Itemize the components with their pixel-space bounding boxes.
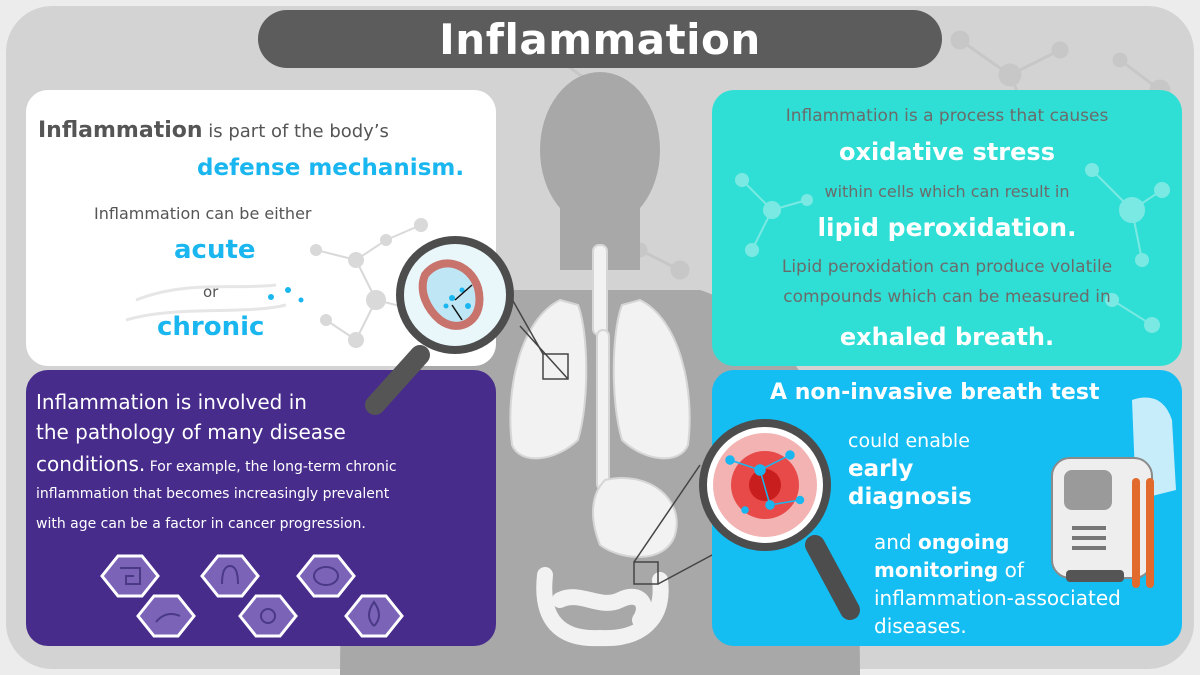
inflammation-either-text: Inflammation can be either <box>94 204 312 223</box>
breath-heading-rest: non-invasive breath test <box>787 380 1100 405</box>
breath-heading: A non-invasive breath test <box>770 380 1099 405</box>
oxidative-line5: Lipid peroxidation can produce volatile <box>781 257 1113 277</box>
monitoring-line: monitoring of <box>874 558 1024 582</box>
ongoing-highlight: ongoing <box>917 530 1010 554</box>
acute-label: acute <box>174 235 256 265</box>
could-enable-text: could enable <box>848 430 970 452</box>
disease-line3: conditions. For example, the long-term c… <box>36 452 397 476</box>
and-text: and <box>874 530 918 554</box>
early-highlight: early <box>848 456 914 482</box>
disease-line3-big: conditions. <box>36 452 146 476</box>
intestines-illustration <box>536 567 669 647</box>
panel-disease-conditions: Inflammation is involved in the patholog… <box>26 370 496 646</box>
or-label: or <box>203 283 219 301</box>
of-text: of <box>998 558 1024 582</box>
disease-line3-small: For example, the long-term chronic <box>145 459 397 475</box>
brain-icon <box>296 554 356 598</box>
diseases-text: diseases. <box>874 614 967 638</box>
monitoring-highlight: monitoring <box>874 558 999 582</box>
lungs-illustration <box>509 244 691 460</box>
teal-molecules-icon <box>735 163 1170 333</box>
disease-line5: with age can be a factor in cancer progr… <box>36 516 366 532</box>
panel-breath-test: A non-invasive breath test could enable … <box>712 370 1182 646</box>
breath-analyzer-device-icon <box>1051 397 1176 588</box>
oxidative-line3: within cells which can result in <box>824 182 1070 201</box>
lungs-icon <box>200 554 260 598</box>
chronic-label: chronic <box>157 312 265 342</box>
defense-lead-rest: is part of the body’s <box>202 121 389 142</box>
panel-oxidative-stress: Inflammation is a process that causes ox… <box>712 90 1182 366</box>
oxidative-stress-highlight: oxidative stress <box>839 138 1055 166</box>
oxidative-line6: compounds which can be measured in <box>783 287 1111 307</box>
page-title: Inflammation <box>258 10 942 68</box>
panel-defense-mechanism: Inflammation is part of the body’s defen… <box>26 90 496 366</box>
disease-line2: the pathology of many disease <box>36 420 346 444</box>
gears-icon <box>238 594 298 638</box>
disease-hexagon-icons <box>100 554 404 638</box>
disease-line4: inflammation that becomes increasingly p… <box>36 486 390 502</box>
defense-lead-bold: Inflammation <box>38 118 203 143</box>
esophagus-stomach-illustration <box>592 329 678 558</box>
flame-icon <box>344 594 404 638</box>
defense-lead-line: Inflammation is part of the body’s <box>38 118 389 143</box>
disease-line1: Inflammation is involved in <box>36 390 307 414</box>
exhaled-breath-highlight: exhaled breath. <box>839 323 1055 351</box>
oxidative-line1: Inflammation is a process that causes <box>785 106 1109 126</box>
defense-mechanism-highlight: defense mechanism. <box>197 155 465 181</box>
diagnosis-highlight: diagnosis <box>848 484 972 510</box>
hand-joint-icon <box>136 594 196 638</box>
ongoing-line: and ongoing <box>874 530 1009 554</box>
zoom-callout-lines <box>507 291 741 585</box>
inflammation-associated-text: inflammation-associated <box>874 586 1121 610</box>
lipid-peroxidation-highlight: lipid peroxidation. <box>817 213 1077 242</box>
breath-heading-a: A <box>770 380 788 405</box>
